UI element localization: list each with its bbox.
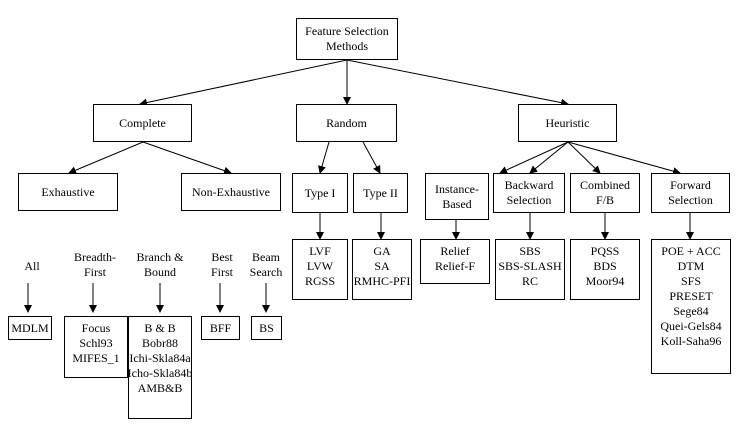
category-heuristic: Heuristic bbox=[518, 104, 617, 142]
algorithm-name: BS bbox=[259, 320, 274, 335]
algorithm-name: DTM bbox=[677, 259, 705, 273]
algorithms-mdlm: MDLM bbox=[8, 316, 52, 340]
subcategory-combined-fb: Combined F/B bbox=[570, 173, 640, 213]
method-beam-search: Beam Search bbox=[249, 250, 283, 279]
algorithm-name: Icho-Skla84b bbox=[127, 366, 193, 380]
algorithm-name: SA bbox=[374, 259, 390, 273]
algorithm-name: SFS bbox=[680, 274, 702, 288]
subcategory-exhaustive: Exhaustive bbox=[18, 173, 118, 211]
algorithm-name: MIFES_1 bbox=[72, 351, 120, 365]
algorithm-name: Koll-Saha96 bbox=[660, 334, 722, 348]
algorithm-name: PQSS bbox=[590, 244, 620, 258]
algorithms-beam-search: BS bbox=[251, 316, 282, 340]
algorithm-name: RGSS bbox=[304, 274, 336, 288]
algorithm-name: PRESET bbox=[669, 289, 713, 303]
algorithm-name: SBS bbox=[519, 244, 541, 258]
connector-arrow bbox=[567, 141, 601, 174]
subcategory-type-ii: Type II bbox=[353, 173, 408, 213]
algorithm-name: RC bbox=[521, 274, 538, 288]
connector-arrow bbox=[499, 141, 569, 174]
connector-arrow bbox=[529, 141, 569, 174]
algorithm-name: LVF bbox=[309, 244, 331, 258]
subcategory-non-exhaustive: Non-Exhaustive bbox=[181, 173, 281, 211]
connector-arrow bbox=[318, 141, 330, 174]
root-node: Feature Selection Methods bbox=[296, 18, 398, 60]
algorithm-name: AMB&B bbox=[137, 381, 183, 395]
algorithm-name: Sege84 bbox=[673, 304, 709, 318]
connector-arrow bbox=[68, 141, 144, 174]
connector-arrow bbox=[567, 141, 681, 175]
algorithm-name: MDLM bbox=[11, 320, 49, 335]
subcategory-forward-selection: Forward Selection bbox=[651, 173, 730, 213]
algorithm-name: SBS-SLASH bbox=[498, 259, 562, 273]
algorithm-name: RMHC-PFI bbox=[353, 274, 411, 288]
algorithm-name: Relief bbox=[440, 244, 470, 258]
subcategory-type-i: Type I bbox=[292, 173, 348, 213]
algorithm-name: Relief-F bbox=[435, 259, 475, 273]
category-complete: Complete bbox=[93, 104, 192, 142]
algorithm-name: Moor94 bbox=[585, 274, 625, 288]
connector-arrow bbox=[362, 141, 381, 174]
algorithm-name: Schl93 bbox=[79, 336, 113, 350]
algorithm-name: Focus bbox=[81, 321, 111, 335]
connector-arrow bbox=[142, 141, 232, 175]
method-all: All bbox=[24, 258, 40, 273]
algorithm-name: BDS bbox=[593, 259, 617, 273]
method-breadth-first: Breadth- First bbox=[74, 250, 116, 279]
algorithm-name: B & B bbox=[144, 321, 176, 335]
algorithm-name: BFF bbox=[209, 320, 232, 335]
algorithm-name: Ichi-Skla84a bbox=[129, 351, 191, 365]
algorithm-name: LVW bbox=[306, 259, 334, 273]
connector-arrow bbox=[346, 59, 569, 107]
connector-arrow bbox=[139, 59, 348, 107]
algorithm-name: Quei-Gels84 bbox=[660, 319, 722, 333]
algorithm-name: Bobr88 bbox=[142, 336, 178, 350]
algorithm-name: POE + ACC bbox=[661, 244, 721, 258]
subcategory-backward-selection: Backward Selection bbox=[493, 173, 565, 213]
method-best-first: Best First bbox=[210, 250, 233, 279]
method-branch-bound: Branch & Bound bbox=[136, 250, 184, 279]
subcategory-instance-based: Instance- Based bbox=[425, 173, 489, 220]
algorithms-best-first: BFF bbox=[201, 316, 240, 340]
algorithm-name: GA bbox=[373, 244, 391, 258]
category-random: Random bbox=[296, 104, 397, 142]
